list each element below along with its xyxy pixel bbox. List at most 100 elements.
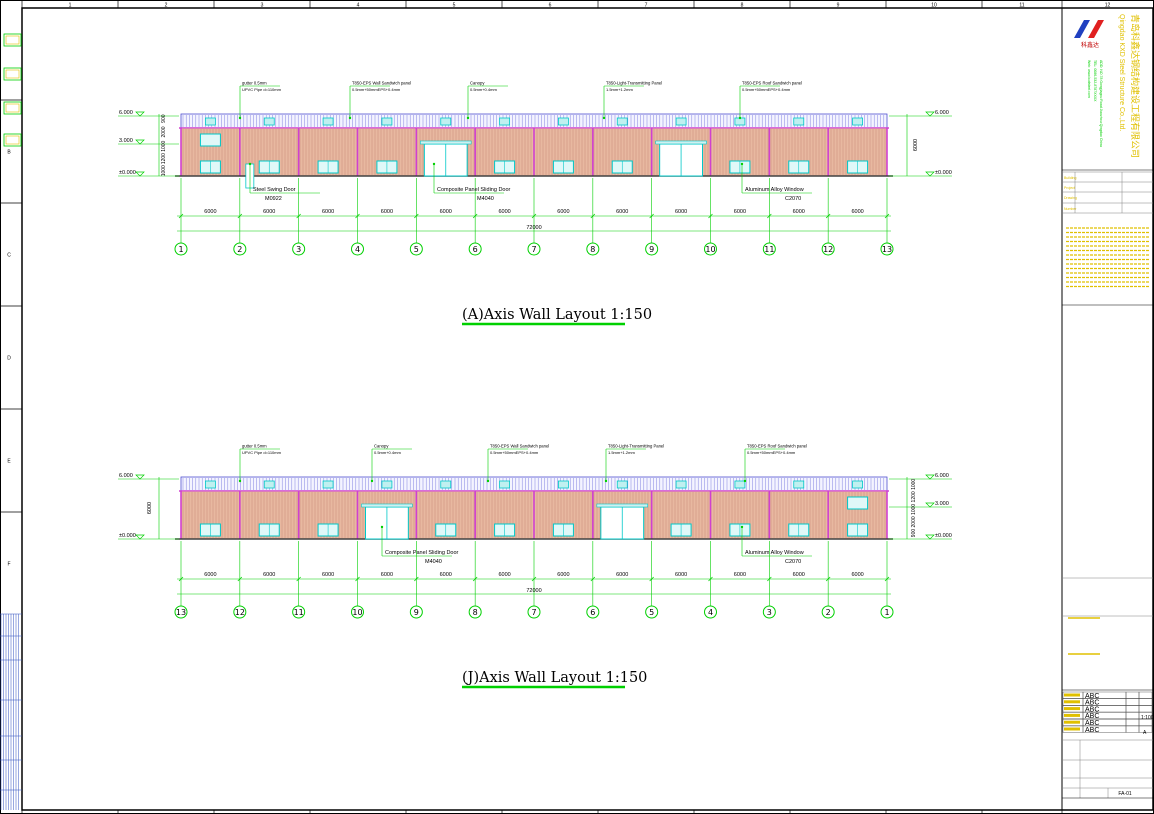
axis-bubble	[586, 605, 600, 619]
note-top-sub: 0.5mm+50mmEPS+0.4mm	[490, 450, 539, 455]
skylight	[558, 480, 569, 489]
axis-label: 13	[176, 608, 186, 617]
window-high	[199, 133, 221, 147]
level-label-right: ±0.000	[935, 170, 952, 176]
span-label: 6000	[557, 209, 569, 215]
axis-label: 7	[531, 608, 536, 617]
leader-dot	[238, 479, 242, 483]
left-ruler-label: D	[7, 356, 11, 362]
note-bottom: Composite Panel Sliding Door	[437, 187, 511, 193]
axis-bubble	[762, 242, 776, 256]
level-marker	[925, 474, 935, 480]
level-marker	[135, 474, 145, 480]
stamp-inner	[5, 35, 20, 45]
span-label: 6000	[381, 209, 393, 215]
axis-label: 10	[352, 608, 362, 617]
company-name-cn: 青岛科鑫达钢结构建设工程有限公司	[1130, 14, 1141, 158]
window-high	[847, 496, 869, 510]
abc-extra-cell	[1138, 719, 1153, 726]
span-label: 6000	[498, 209, 510, 215]
skylight	[616, 480, 628, 489]
level-marker	[135, 171, 145, 177]
leader-dot	[348, 116, 352, 120]
canopy	[420, 140, 472, 145]
level-marker	[925, 502, 935, 508]
skylight	[852, 480, 863, 489]
note-top-sub: 0.5mm+50mmEPS+0.4mm	[352, 87, 401, 92]
note-top: T850-Light-Transmitting Panel	[608, 444, 664, 449]
vdim-total-right: 6000	[913, 139, 919, 151]
skylight	[381, 480, 393, 489]
level-marker	[925, 534, 935, 540]
vdim-label: 900	[161, 114, 167, 123]
axis-label: 13	[882, 245, 892, 254]
note-bottom-sub: M0922	[265, 196, 282, 202]
layout-title-text: Axis Wall Layout 1:150	[478, 670, 647, 686]
axis-bubble	[174, 242, 188, 256]
abc-label-fill	[1064, 720, 1080, 724]
note-top-sub: UPVC Pipe d=110mm	[242, 450, 282, 455]
axis-label: 12	[235, 608, 245, 617]
span-label: 6000	[675, 572, 687, 578]
leader-dot	[380, 525, 384, 529]
abc-value: ABC	[1085, 713, 1099, 720]
span-label: 6000	[793, 209, 805, 215]
top-ruler-label: 11	[1019, 3, 1024, 9]
note-top: Canopy	[470, 81, 485, 86]
top-ruler-label: 3	[261, 3, 264, 9]
skylight	[263, 117, 275, 126]
company-name-en: Qingdao KXD Steel Structure Co.,Ltd.	[1118, 14, 1125, 132]
axis-bubble	[880, 605, 894, 619]
title-block: 科鑫达 Qingdao KXD Steel Structure Co.,Ltd. 青…	[1062, 14, 1154, 799]
abc-label-fill	[1064, 700, 1080, 704]
level-marker	[925, 171, 935, 177]
span-label: 6000	[851, 572, 863, 578]
axis-label: 9	[649, 245, 654, 254]
left-ruler-label: E	[7, 459, 11, 465]
note-bottom-sub: M4040	[477, 196, 494, 202]
total-span-label: 72000	[526, 588, 541, 594]
level-label-left: ±0.000	[119, 170, 136, 176]
axis-bubble	[233, 605, 247, 619]
axis-bubble	[527, 605, 541, 619]
layout-title: (A)Axis Wall Layout 1:150	[462, 307, 652, 323]
note-top: gutter 0.5mm	[242, 81, 267, 86]
vdim-label: 1200	[161, 153, 167, 164]
skylight	[734, 480, 746, 489]
note-top: T850-EPS Roof Sandwich panel	[742, 81, 802, 86]
skylight	[263, 480, 275, 489]
abc-value: ABC	[1085, 693, 1099, 700]
canopy	[361, 503, 413, 508]
span-label: 6000	[263, 209, 275, 215]
abc-label-fill	[1064, 713, 1080, 717]
axis-label: 11	[764, 245, 774, 254]
sheet-scale: 1:100	[1141, 715, 1154, 721]
span-label: 6000	[498, 572, 510, 578]
level-label-left: ±0.000	[119, 533, 136, 539]
abc-label-fill	[1064, 707, 1080, 711]
span-label: 6000	[322, 209, 334, 215]
axis-bubble	[409, 242, 423, 256]
roof-band	[180, 113, 888, 129]
axis-label: 6	[473, 245, 478, 254]
skylight	[558, 117, 569, 126]
span-label: 6000	[851, 209, 863, 215]
canopy	[596, 503, 648, 508]
note-top-sub: 0.5mm+50mmEPS+0.4mm	[747, 450, 796, 455]
company-web: Web: www.kxdsteel.com	[1087, 60, 1091, 98]
axis-bubble	[409, 605, 423, 619]
axis-bubble	[762, 605, 776, 619]
stamp-inner	[5, 69, 20, 79]
note-bottom-sub: C2070	[785, 559, 801, 565]
span-label: 6000	[381, 572, 393, 578]
skylight	[440, 480, 452, 489]
axis-bubble	[821, 242, 835, 256]
span-label: 6000	[440, 209, 452, 215]
abc-extra-cell	[1138, 698, 1153, 706]
span-label: 6000	[440, 572, 452, 578]
stamp-inner	[5, 135, 20, 145]
logo-text: 科鑫达	[1081, 41, 1099, 49]
axis-label: 4	[708, 608, 713, 617]
logo-mark-2	[1088, 20, 1104, 38]
